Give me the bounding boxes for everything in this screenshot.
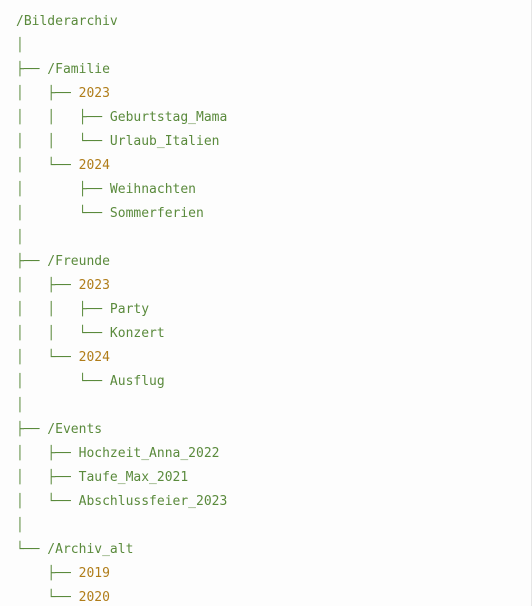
directory-tree: /Bilderarchiv │ ├── /Familie │ ├── 2023 │ │ …: [16, 10, 531, 606]
tree-text: │: [16, 518, 24, 533]
tree-line-year: │ ├── 2023: [16, 274, 531, 298]
tree-text: │ ├──: [16, 278, 79, 293]
tree-line-item: │ ├── Weihnachten: [16, 178, 531, 202]
tree-line-root: /Bilderarchiv: [16, 10, 531, 34]
tree-line-item: │ └── Sommerferien: [16, 202, 531, 226]
tree-line-spacer: │: [16, 34, 531, 58]
tree-line-year: └── 2020: [16, 586, 531, 606]
tree-line-folder: ├── /Events: [16, 418, 531, 442]
tree-line-spacer: │: [16, 394, 531, 418]
tree-line-year: │ └── 2024: [16, 154, 531, 178]
tree-text: │ └──: [16, 350, 79, 365]
year-label: 2024: [78, 350, 110, 365]
year-label: 2023: [78, 86, 110, 101]
tree-line-spacer: │: [16, 226, 531, 250]
tree-text: │ ├──: [16, 86, 79, 101]
tree-text: │ └── Ausflug: [16, 374, 165, 389]
tree-line-year: ├── 2019: [16, 562, 531, 586]
year-label: 2020: [78, 590, 110, 605]
tree-text: │ │ └── Konzert: [16, 326, 165, 341]
tree-line-item: │ │ ├── Party: [16, 298, 531, 322]
tree-text: └── /Archiv_alt: [16, 542, 134, 557]
tree-text: ├──: [16, 566, 79, 581]
year-label: 2023: [78, 278, 110, 293]
tree-text: │ │ ├── Geburtstag_Mama: [16, 110, 228, 125]
tree-line-item: │ └── Ausflug: [16, 370, 531, 394]
tree-text: │: [16, 230, 24, 245]
tree-line-folder: └── /Archiv_alt: [16, 538, 531, 562]
tree-line-item: │ │ └── Urlaub_Italien: [16, 130, 531, 154]
tree-text: │ │ └── Urlaub_Italien: [16, 134, 220, 149]
tree-line-folder: ├── /Familie: [16, 58, 531, 82]
tree-text: │ ├── Weihnachten: [16, 182, 197, 197]
tree-text: │ └──: [16, 158, 79, 173]
tree-text: │ └── Abschlussfeier_2023: [16, 494, 228, 509]
tree-line-year: │ ├── 2023: [16, 82, 531, 106]
tree-text: │ │ ├── Party: [16, 302, 150, 317]
tree-text: │ ├── Hochzeit_Anna_2022: [16, 446, 220, 461]
tree-text: │: [16, 398, 24, 413]
tree-text: ├── /Events: [16, 422, 103, 437]
tree-text: ├── /Familie: [16, 62, 110, 77]
year-label: 2019: [78, 566, 110, 581]
tree-line-item: │ │ └── Konzert: [16, 322, 531, 346]
tree-line-item: │ ├── Taufe_Max_2021: [16, 466, 531, 490]
tree-line-item: │ ├── Hochzeit_Anna_2022: [16, 442, 531, 466]
tree-line-item: │ │ ├── Geburtstag_Mama: [16, 106, 531, 130]
tree-text: │ └── Sommerferien: [16, 206, 204, 221]
tree-text: │: [16, 38, 24, 53]
tree-text: └──: [16, 590, 79, 605]
tree-line-folder: ├── /Freunde: [16, 250, 531, 274]
year-label: 2024: [78, 158, 110, 173]
tree-line-item: │ └── Abschlussfeier_2023: [16, 490, 531, 514]
tree-text: /Bilderarchiv: [16, 14, 118, 29]
tree-text: ├── /Freunde: [16, 254, 110, 269]
tree-text: │ ├── Taufe_Max_2021: [16, 470, 189, 485]
tree-line-spacer: │: [16, 514, 531, 538]
tree-line-year: │ └── 2024: [16, 346, 531, 370]
